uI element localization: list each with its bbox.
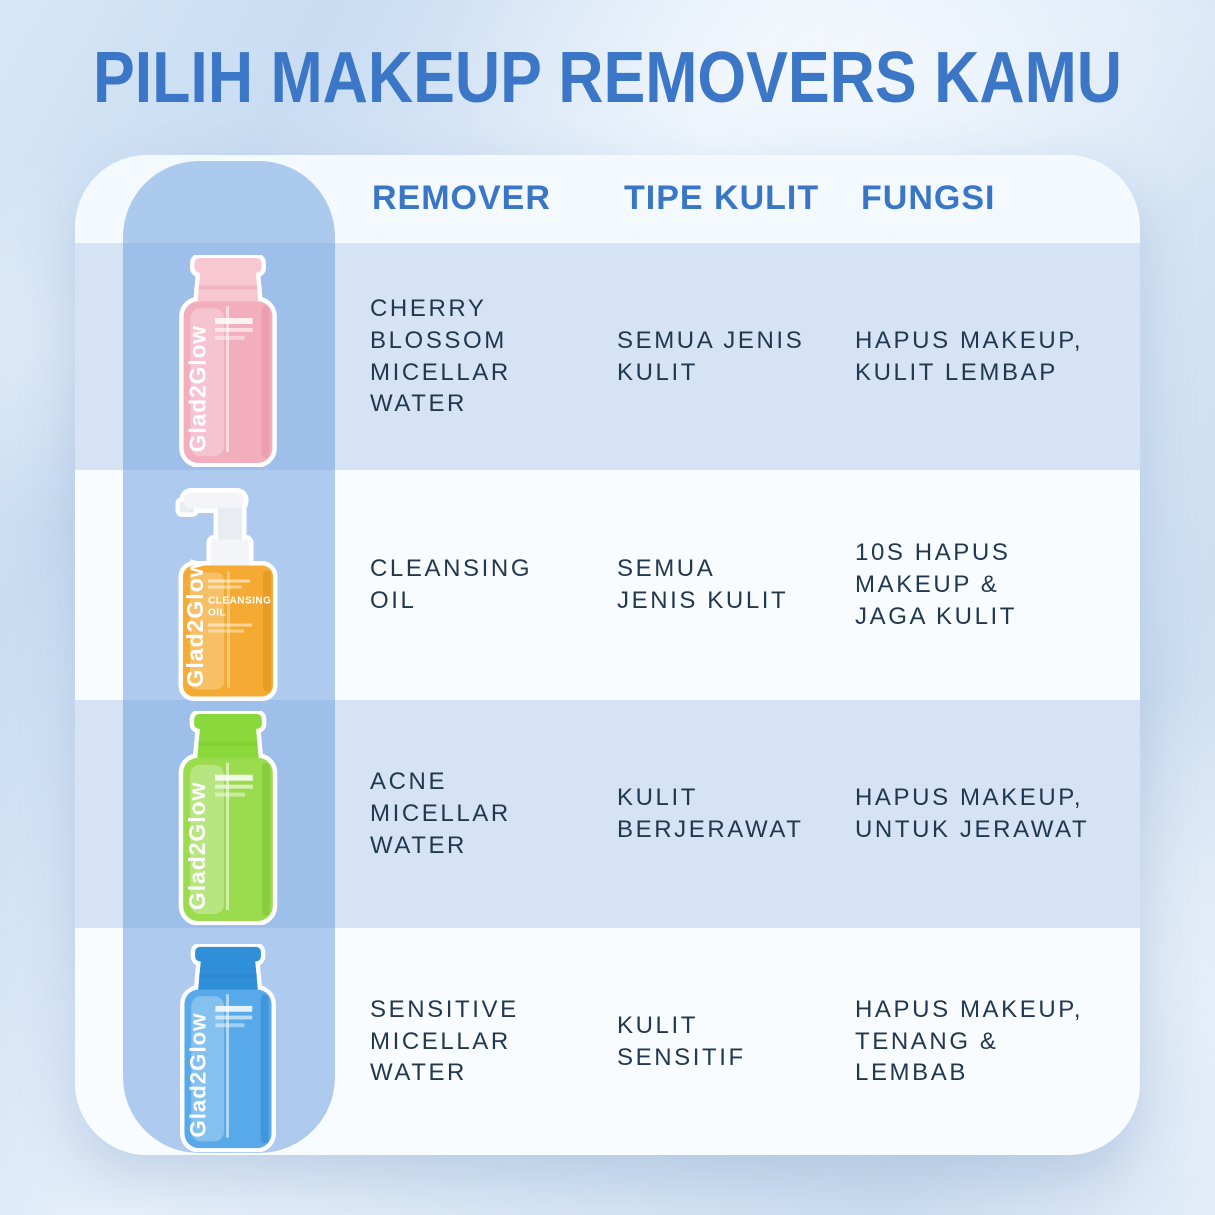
cell-fungsi-cherry: HAPUS MAKEUP, KULIT LEMBAP [855,326,1084,386]
cherry-blossom-bottle-image: Glad2Glow [163,255,293,467]
cell-tipe-kulit-cherry: SEMUA JENIS KULIT [617,326,805,386]
cell-tipe-kulit-acne: KULIT BERJERAWAT [617,784,804,843]
pink-bottle-icon: Glad2Glow [179,255,277,467]
svg-text:CLEANSING: CLEANSING [208,596,271,607]
blue-bottle-icon: Glad2Glow [180,944,276,1152]
cell-remover-oil: CLEANSING OIL [370,555,533,614]
column-header-fungsi: FUNGSI [861,178,996,217]
column-header-tipe-kulit: TIPE KULIT [624,178,820,217]
cell-fungsi-sensitive: HAPUS MAKEUP, TENANG & LEMBAB [855,995,1084,1087]
page-title: PILIH MAKEUP REMOVERS KAMU [92,38,1122,118]
sensitive-bottle-image: Glad2Glow [163,944,293,1152]
cleansing-oil-bottle-image: CLEANSING OIL Glad2Glow [163,485,293,701]
cell-remover-acne: ACNE MICELLAR WATER [370,768,511,859]
svg-text:Glad2Glow: Glad2Glow [182,558,208,687]
cell-fungsi-oil: 10S HAPUS MAKEUP & JAGA KULIT [855,539,1018,630]
svg-text:OIL: OIL [208,608,226,619]
cell-remover-sensitive: SENSITIVE MICELLAR WATER [370,995,519,1087]
svg-text:Glad2Glow: Glad2Glow [186,1013,211,1138]
column-header-remover: REMOVER [372,178,551,217]
cell-remover-cherry: CHERRY BLOSSOM MICELLAR WATER [370,295,511,418]
comparison-table-card: REMOVER TIPE KULIT FUNGSI [75,155,1140,1155]
cell-tipe-kulit-oil: SEMUA JENIS KULIT [617,555,789,614]
acne-bottle-image: Glad2Glow [163,711,293,925]
svg-text:Glad2Glow: Glad2Glow [184,782,210,910]
cell-fungsi-acne: HAPUS MAKEUP, UNTUK JERAWAT [855,784,1090,843]
green-bottle-icon: Glad2Glow [178,711,278,925]
cell-tipe-kulit-sensitive: KULIT SENSITIF [617,1011,746,1071]
svg-text:Glad2Glow: Glad2Glow [184,325,210,452]
amber-pump-bottle-icon: CLEANSING OIL Glad2Glow [175,488,278,701]
